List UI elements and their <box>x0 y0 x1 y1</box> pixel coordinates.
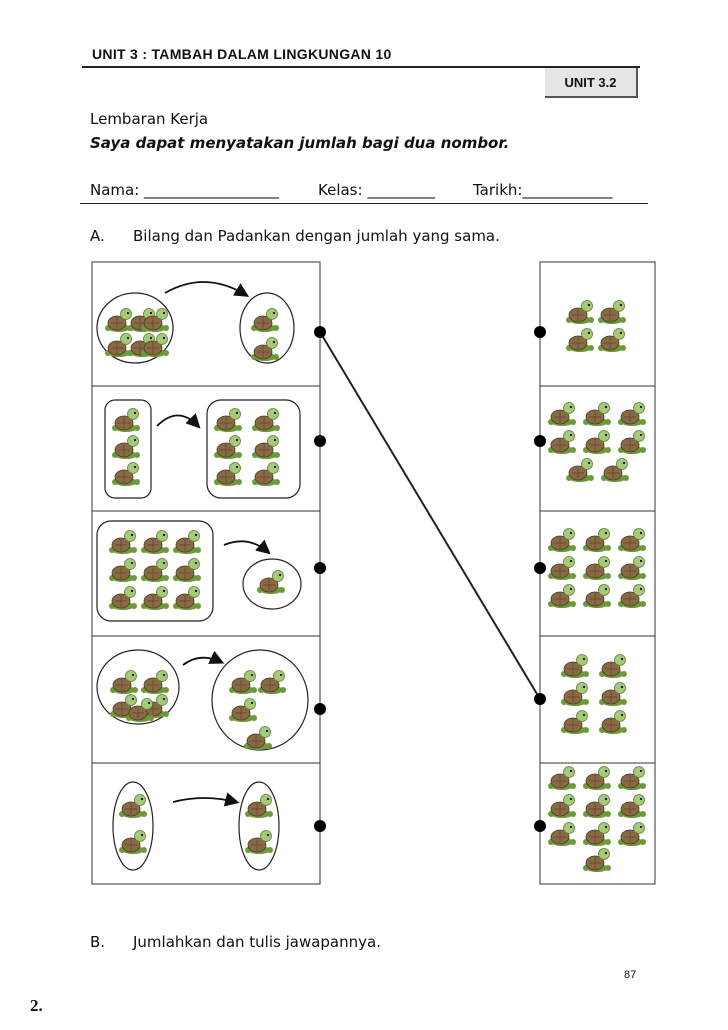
right-dot-5[interactable] <box>534 820 546 832</box>
name-field: Nama: __________________ <box>90 181 280 199</box>
worksheet-label: Lembaran Kerja <box>90 110 209 128</box>
right-dots <box>534 326 546 832</box>
page-number: 87 <box>624 969 637 981</box>
left-box-5 <box>112 781 280 871</box>
date-field: Tarikh:____________ <box>473 181 613 199</box>
left-dot-4[interactable] <box>314 703 326 715</box>
right-box-1 <box>565 300 627 353</box>
info-rule <box>80 203 648 204</box>
unit-title: UNIT 3 : TAMBAH DALAM LINGKUNGAN 10 <box>92 46 392 62</box>
section-a-letter: A. <box>90 227 105 245</box>
corner-mark: 2. <box>30 996 43 1015</box>
section-b-instruction: Jumlahkan dan tulis jawapannya. <box>133 933 381 951</box>
learning-objective: Saya dapat menyatakan jumlah bagi dua no… <box>90 134 510 152</box>
match-line <box>319 331 541 700</box>
right-box-5 <box>547 766 647 873</box>
left-dot-1[interactable] <box>314 326 326 338</box>
right-dot-2[interactable] <box>534 435 546 447</box>
right-dot-3[interactable] <box>534 562 546 574</box>
left-dot-5[interactable] <box>314 820 326 832</box>
left-box-1 <box>96 281 295 364</box>
right-box-3 <box>547 528 647 609</box>
unit-badge: UNIT 3.2 <box>545 68 638 98</box>
left-dot-3[interactable] <box>314 562 326 574</box>
left-box-4 <box>96 649 309 751</box>
header-rule <box>82 66 640 68</box>
right-box-2 <box>547 402 647 483</box>
right-dot-1[interactable] <box>534 326 546 338</box>
left-dots <box>314 326 326 832</box>
left-dot-2[interactable] <box>314 435 326 447</box>
left-box-2 <box>104 399 301 499</box>
right-box-4 <box>560 654 628 735</box>
class-field: Kelas: _________ <box>318 181 435 199</box>
section-b-letter: B. <box>90 933 106 951</box>
right-dot-4[interactable] <box>534 693 546 705</box>
left-box-3 <box>96 520 302 622</box>
section-a-instruction: Bilang dan Padankan dengan jumlah yang s… <box>133 227 500 245</box>
